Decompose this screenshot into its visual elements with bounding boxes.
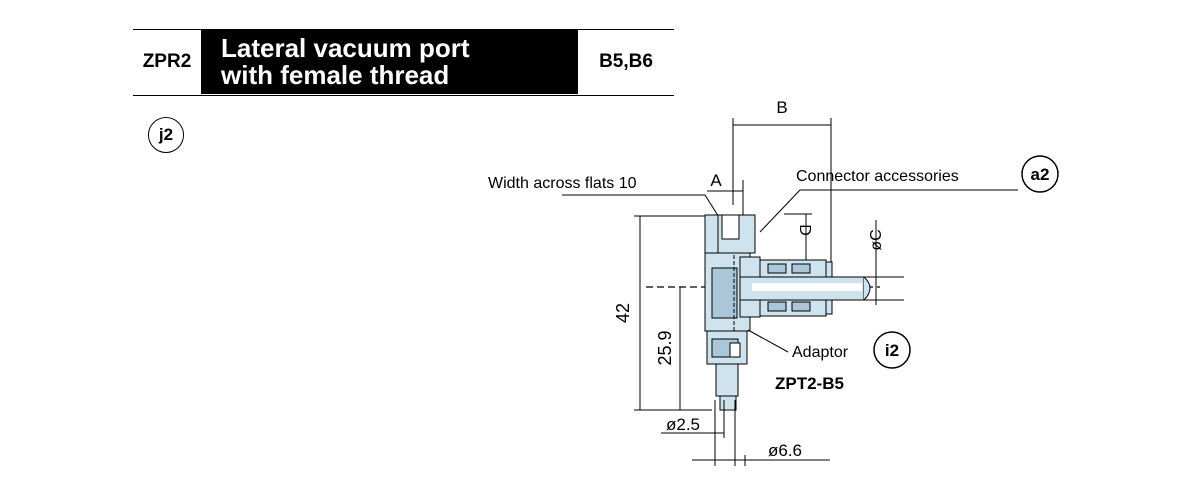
adaptor-badge-i2: i2 bbox=[885, 341, 899, 360]
header-bottom-rule bbox=[133, 95, 674, 96]
width-across-flats-label: Width across flats 10 bbox=[488, 175, 637, 192]
adaptor-label: Adaptor bbox=[792, 344, 849, 361]
dimension-c-label: øC bbox=[868, 229, 885, 250]
dimension-a-label: A bbox=[710, 171, 722, 190]
header-series-code: ZPR2 bbox=[142, 51, 192, 72]
dimension-2-5-label: ø2.5 bbox=[666, 415, 700, 434]
dimension-d bbox=[784, 213, 812, 262]
model-label: ZPT2-B5 bbox=[775, 374, 844, 393]
connector-accessories-label: Connector accessories bbox=[796, 168, 959, 185]
connector-badge-circle bbox=[1021, 155, 1059, 193]
dimension-d-label: D bbox=[796, 224, 813, 236]
adaptor-badge-circle bbox=[873, 331, 911, 369]
adaptor-leader bbox=[747, 329, 789, 353]
header-title-line-2: with female thread bbox=[221, 60, 450, 90]
connector-accessories-leader bbox=[759, 189, 1018, 233]
header-model-codes: B5,B6 bbox=[599, 51, 653, 72]
header-title: Lateral vacuum port with female thread bbox=[201, 30, 578, 94]
dimension-b-label: B bbox=[776, 98, 787, 117]
header-title-line-1: Lateral vacuum port bbox=[221, 33, 470, 63]
dimension-a bbox=[707, 180, 744, 215]
dimension-c bbox=[860, 220, 904, 305]
dimension-42-label: 42 bbox=[613, 303, 633, 323]
section-badge-j2: j2 bbox=[148, 117, 184, 153]
header-top-rule bbox=[133, 29, 674, 30]
dimension-2-5 bbox=[661, 400, 736, 466]
dimension-6-6-label: ø6.6 bbox=[768, 441, 802, 460]
dimension-25-9-label: 25.9 bbox=[655, 330, 675, 365]
width-across-flats-leader bbox=[562, 194, 723, 223]
dimension-42 bbox=[634, 215, 712, 411]
fitting-body bbox=[704, 214, 871, 411]
dimension-6-6 bbox=[692, 400, 830, 466]
connector-badge-a2: a2 bbox=[1031, 165, 1050, 184]
